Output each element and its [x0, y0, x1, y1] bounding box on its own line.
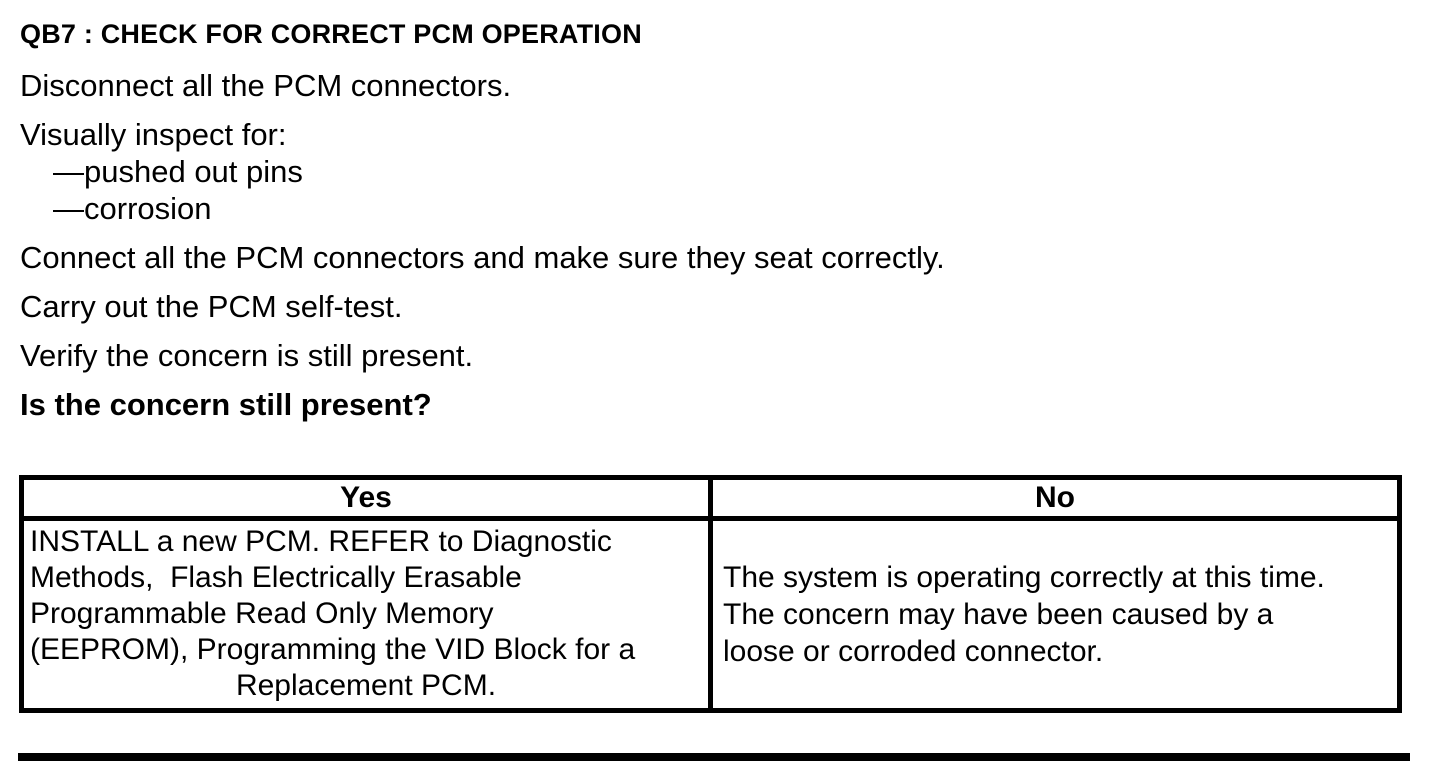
step-self-test: Carry out the PCM self-test. [20, 289, 403, 324]
page-bottom-divider [18, 753, 1410, 761]
step-verify-concern: Verify the concern is still present. [20, 338, 474, 373]
inspect-item-list: —pushed out pins —corrosion [53, 154, 303, 226]
no-action-cell: The system is operating correctly at thi… [708, 516, 1402, 713]
page-title: QB7 : CHECK FOR CORRECT PCM OPERATION [20, 19, 642, 49]
decision-question: Is the concern still present? [20, 387, 432, 422]
no-action-text: The system is operating correctly at thi… [723, 560, 1325, 668]
step-visually-inspect: Visually inspect for: [20, 117, 287, 152]
step-connect-connectors: Connect all the PCM connectors and make … [20, 240, 945, 275]
decision-table: Yes No INSTALL a new PCM. REFER to Diagn… [19, 475, 1402, 713]
yes-action-text: INSTALL a new PCM. REFER to Diagnostic M… [30, 525, 636, 666]
column-header-yes: Yes [19, 475, 713, 521]
decision-table-body-row: INSTALL a new PCM. REFER to Diagnostic M… [19, 516, 1402, 713]
yes-action-cell: INSTALL a new PCM. REFER to Diagnostic M… [19, 516, 713, 713]
column-header-no: No [708, 475, 1402, 521]
yes-action-text-last-line: Replacement PCM. [235, 669, 497, 702]
step-disconnect-connectors: Disconnect all the PCM connectors. [20, 68, 512, 103]
decision-table-header-row: Yes No [19, 475, 1402, 521]
